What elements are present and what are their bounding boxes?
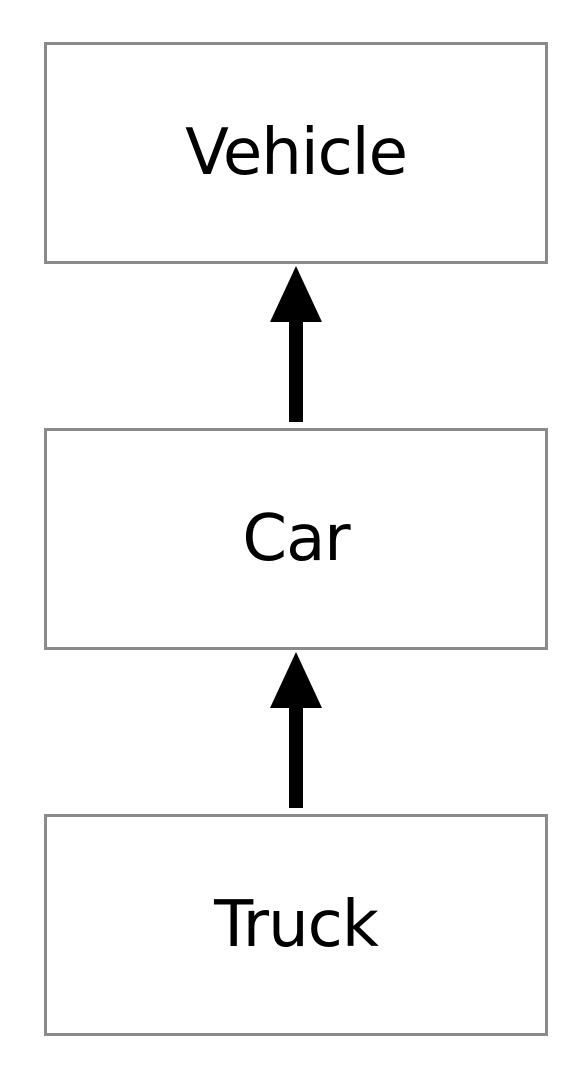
node-label-truck: Truck — [214, 888, 379, 962]
arrow-shaft-car-to-vehicle — [289, 320, 303, 422]
node-car: Car — [44, 428, 548, 650]
arrow-truck-to-car — [270, 652, 322, 808]
node-label-vehicle: Vehicle — [185, 116, 408, 190]
node-label-car: Car — [242, 502, 350, 576]
node-truck: Truck — [44, 814, 548, 1036]
node-vehicle: Vehicle — [44, 42, 548, 264]
arrow-shaft-truck-to-car — [289, 706, 303, 808]
arrow-car-to-vehicle — [270, 266, 322, 422]
arrowhead-truck-to-car — [270, 652, 322, 708]
arrowhead-car-to-vehicle — [270, 266, 322, 322]
